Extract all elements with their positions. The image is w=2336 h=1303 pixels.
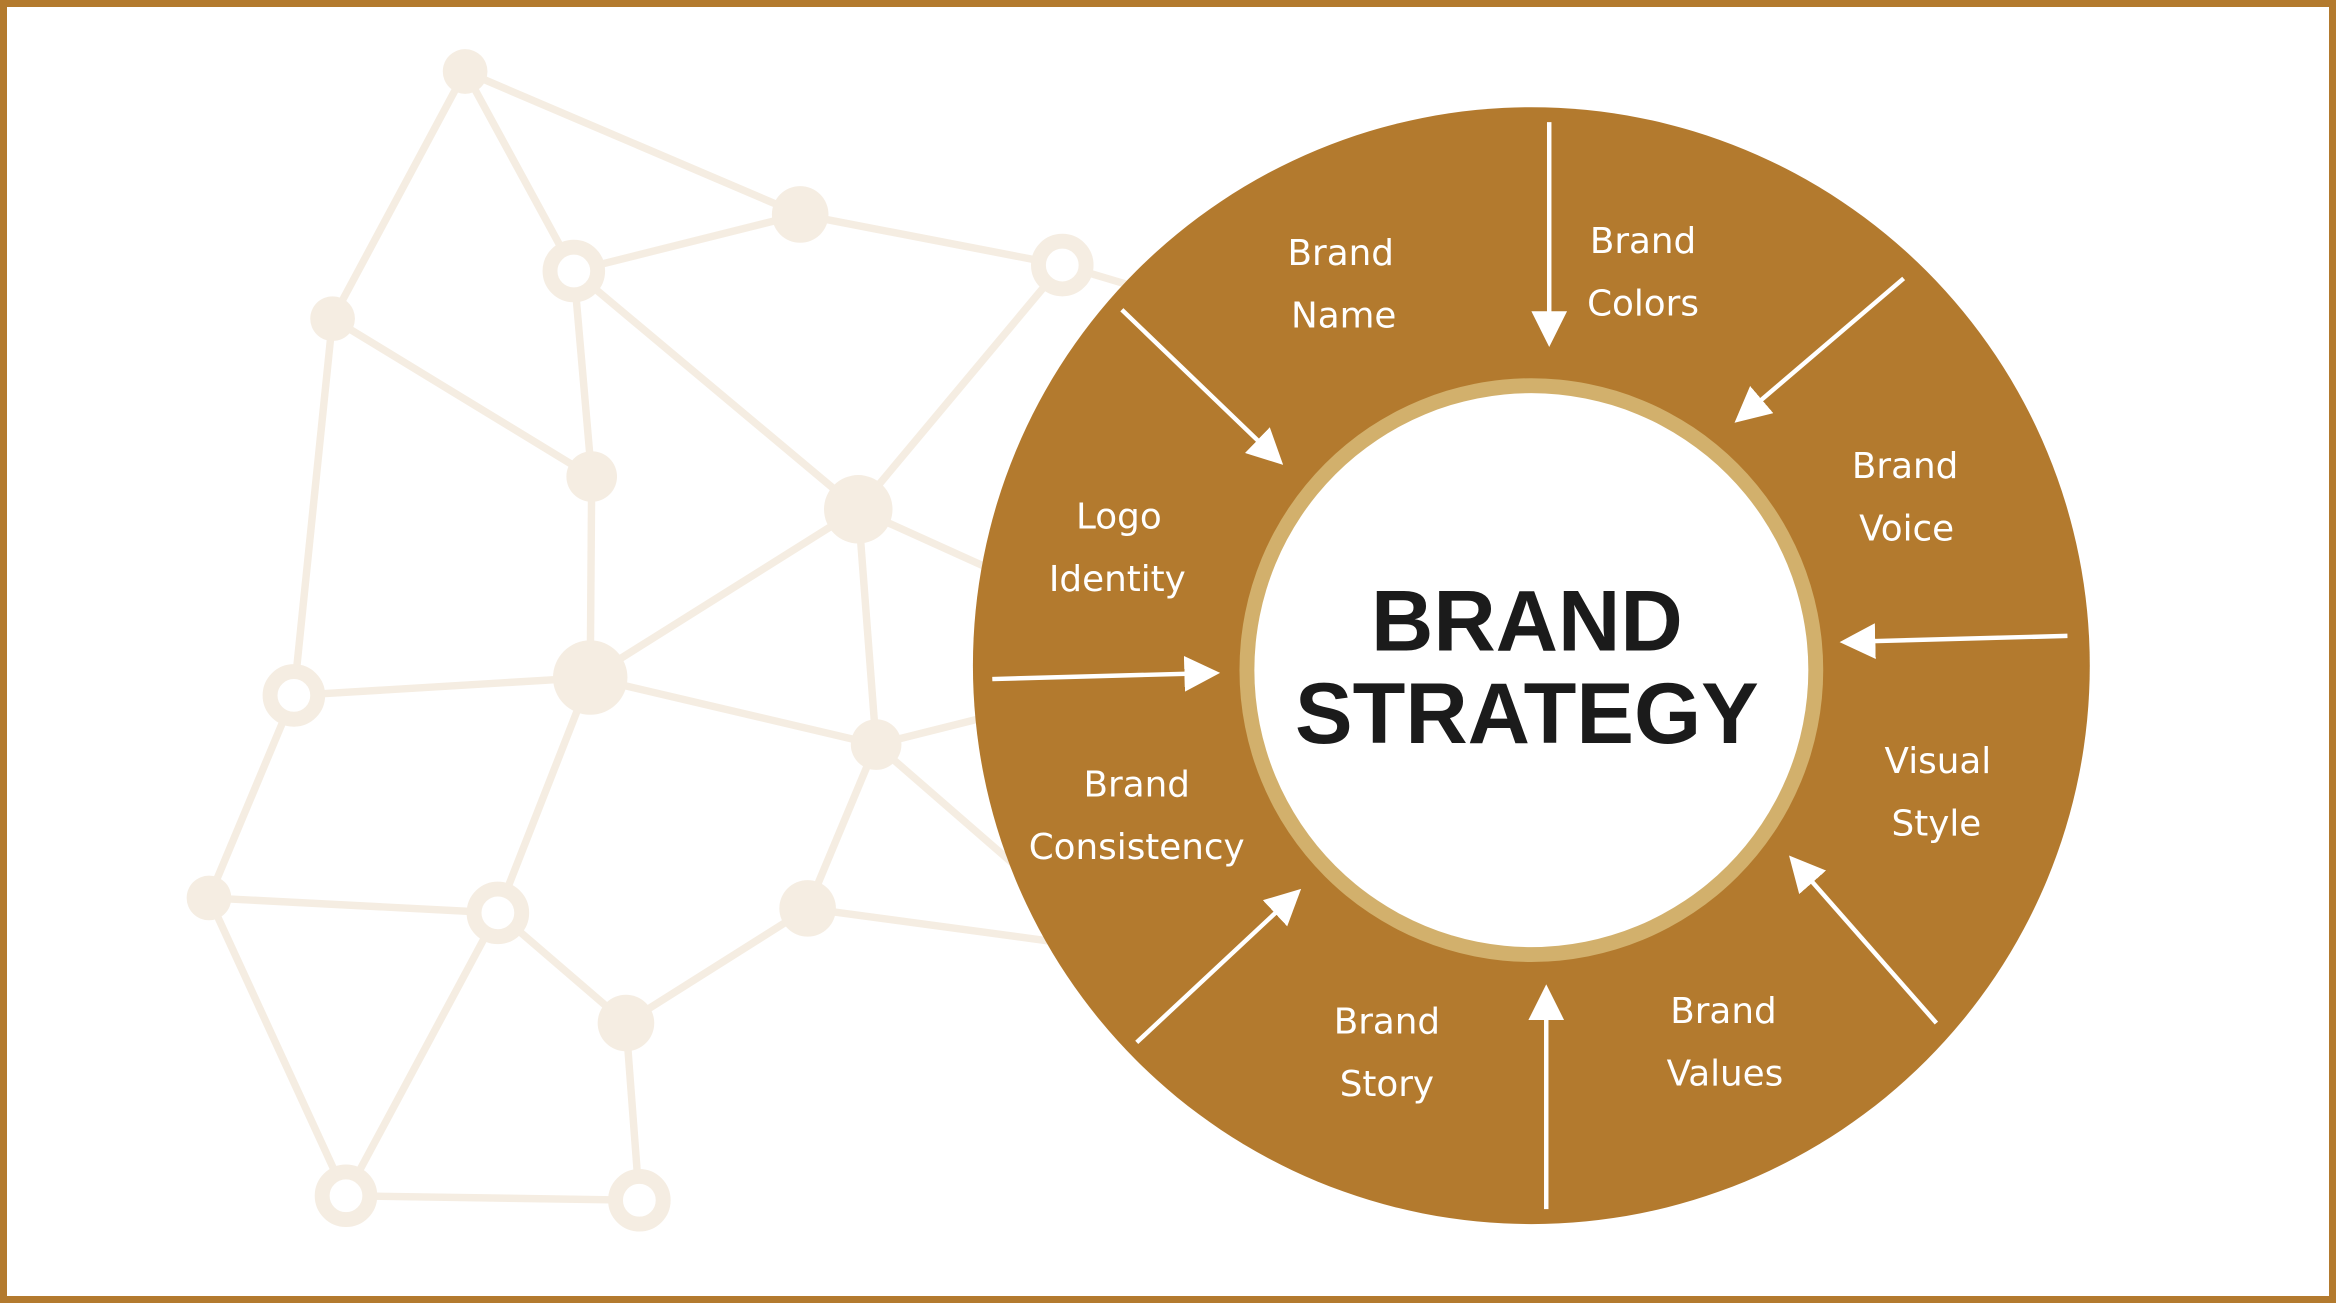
segment-brand-voice: Brand Voice bbox=[1852, 446, 1958, 550]
label-line: Brand bbox=[1288, 233, 1394, 274]
label-line: Identity bbox=[1049, 559, 1186, 600]
label-line: Visual bbox=[1885, 741, 1992, 782]
center-title-line1: BRAND bbox=[1371, 574, 1683, 670]
label-line: Brand bbox=[1334, 1001, 1440, 1042]
label-line: Story bbox=[1340, 1064, 1434, 1105]
arrow-brand-voice bbox=[1734, 276, 1906, 423]
segment-brand-values: Brand Values bbox=[1667, 991, 1784, 1095]
label-line: Style bbox=[1892, 803, 1982, 844]
label-line: Brand bbox=[1590, 221, 1696, 262]
label-line: Values bbox=[1667, 1054, 1784, 1095]
segment-visual-style: Visual Style bbox=[1885, 741, 1992, 845]
label-line: Colors bbox=[1587, 284, 1699, 325]
center-circle bbox=[1254, 393, 1809, 948]
segment-brand-consistency: Brand Consistency bbox=[1029, 765, 1245, 869]
label-line: Logo bbox=[1076, 497, 1162, 538]
segment-brand-name: Brand Name bbox=[1288, 233, 1397, 337]
label-line: Brand bbox=[1670, 991, 1776, 1032]
segment-logo-identity: Logo Identity bbox=[1049, 497, 1186, 601]
label-line: Name bbox=[1291, 296, 1396, 337]
label-line: Brand bbox=[1084, 765, 1190, 806]
segment-brand-story: Brand Story bbox=[1334, 1001, 1440, 1105]
arrow-visual-style bbox=[1789, 855, 1939, 1025]
arrow-brand-story bbox=[1135, 888, 1302, 1045]
network-graphic bbox=[186, 49, 1134, 1232]
center-title-line2: STRATEGY bbox=[1295, 666, 1759, 762]
segment-brand-colors: Brand Colors bbox=[1587, 221, 1699, 325]
network-ring-nodes bbox=[262, 233, 1094, 1232]
label-line: Consistency bbox=[1029, 827, 1245, 868]
label-line: Voice bbox=[1859, 509, 1954, 550]
arrow-right bbox=[1839, 623, 2068, 659]
arrow-brand-name bbox=[1120, 308, 1284, 465]
label-line: Brand bbox=[1852, 446, 1958, 487]
network-nodes bbox=[186, 49, 902, 1052]
arrows bbox=[992, 122, 2068, 1210]
arrow-left bbox=[992, 655, 1221, 692]
